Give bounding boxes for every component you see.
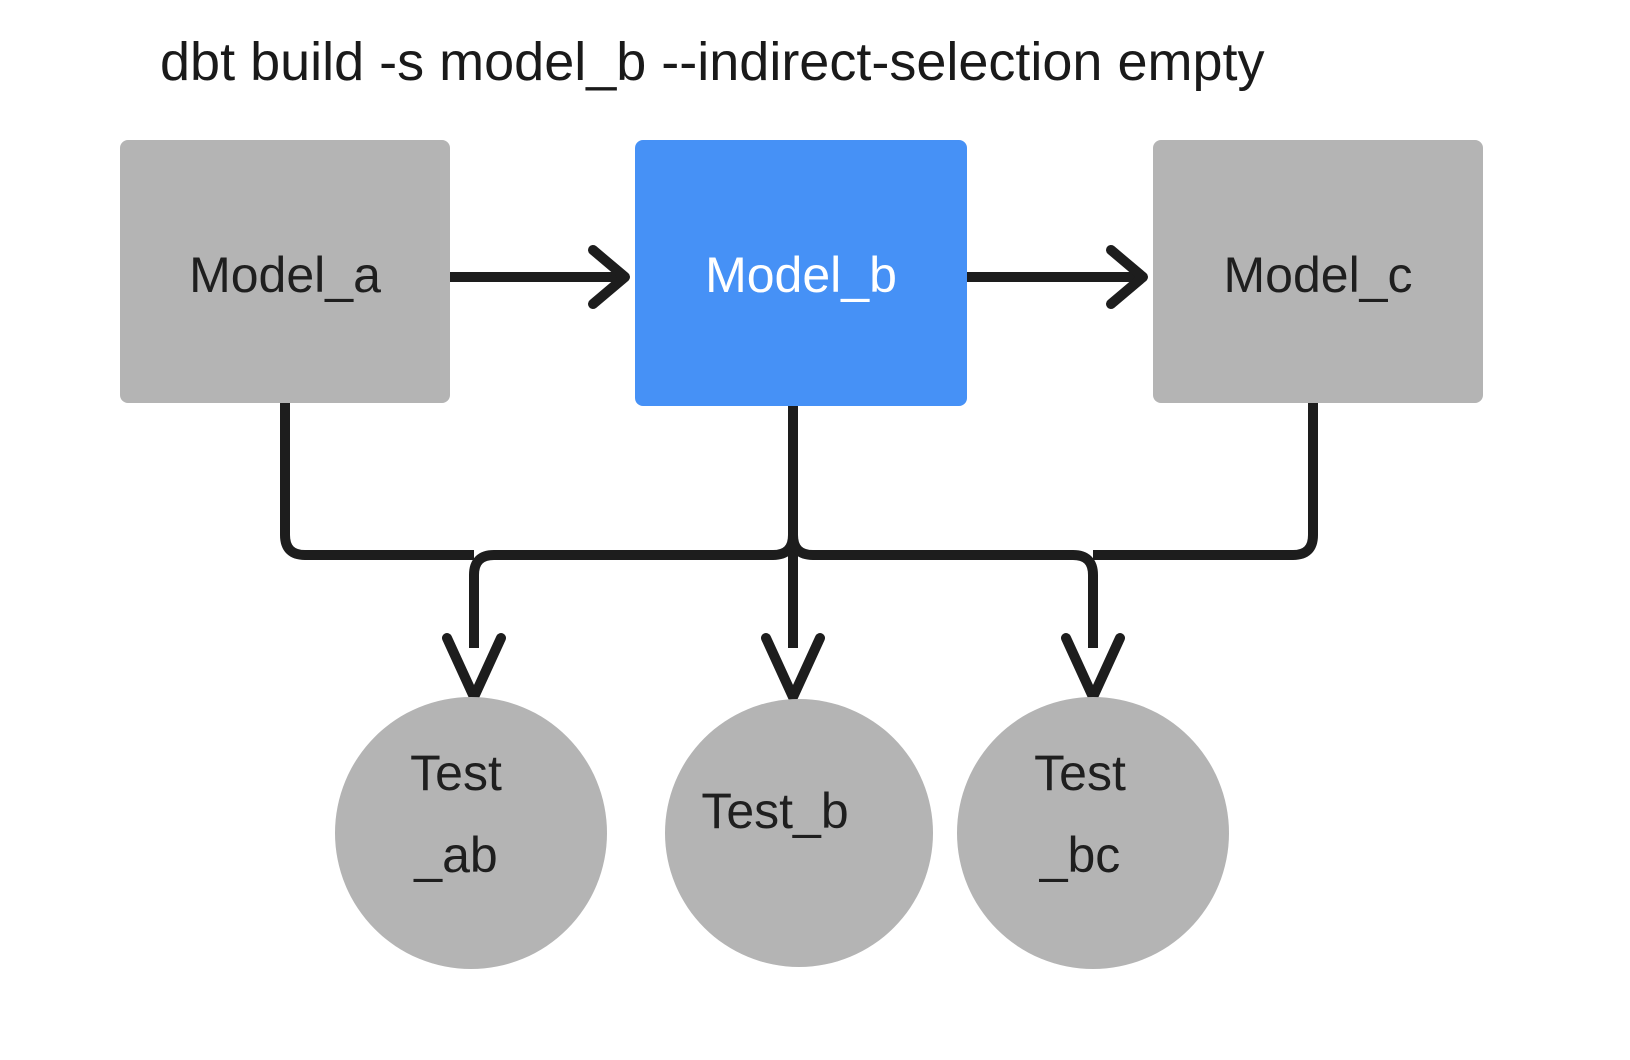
test-bc-label-line2: _bc xyxy=(1039,827,1121,883)
node-test-bc[interactable]: Test _bc xyxy=(957,697,1229,969)
edge-model-c-to-test-bc xyxy=(1093,400,1318,560)
test-b-circle[interactable] xyxy=(665,699,933,967)
model-a-label: Model_a xyxy=(189,247,381,303)
test-ab-label-line2: _ab xyxy=(413,827,497,883)
edge-model-a-to-test-ab xyxy=(280,400,474,560)
test-bc-circle[interactable] xyxy=(957,697,1229,969)
test-ab-label-line1: Test xyxy=(410,745,502,801)
edge-model-b-to-test-ab xyxy=(442,400,798,702)
node-model-b[interactable]: Model_b xyxy=(635,140,967,406)
test-ab-circle[interactable] xyxy=(335,697,607,969)
edge-model-b-to-model-c xyxy=(967,245,1148,309)
node-test-ab[interactable]: Test _ab xyxy=(335,697,607,969)
model-c-label: Model_c xyxy=(1224,247,1413,303)
node-model-c[interactable]: Model_c xyxy=(1153,140,1483,403)
test-b-label-line1: Test_b xyxy=(701,783,848,839)
node-test-b[interactable]: Test_b xyxy=(665,699,933,967)
model-a-box[interactable] xyxy=(120,140,450,403)
edge-model-b-to-test-bc xyxy=(788,400,1125,702)
test-bc-label-line1: Test xyxy=(1034,745,1126,801)
model-c-box[interactable] xyxy=(1153,140,1483,403)
page-title: dbt build -s model_b --indirect-selectio… xyxy=(160,32,1265,92)
model-b-box[interactable] xyxy=(635,140,967,406)
model-b-label: Model_b xyxy=(705,247,897,303)
node-model-a[interactable]: Model_a xyxy=(120,140,450,403)
edge-model-a-to-model-b xyxy=(450,245,630,309)
